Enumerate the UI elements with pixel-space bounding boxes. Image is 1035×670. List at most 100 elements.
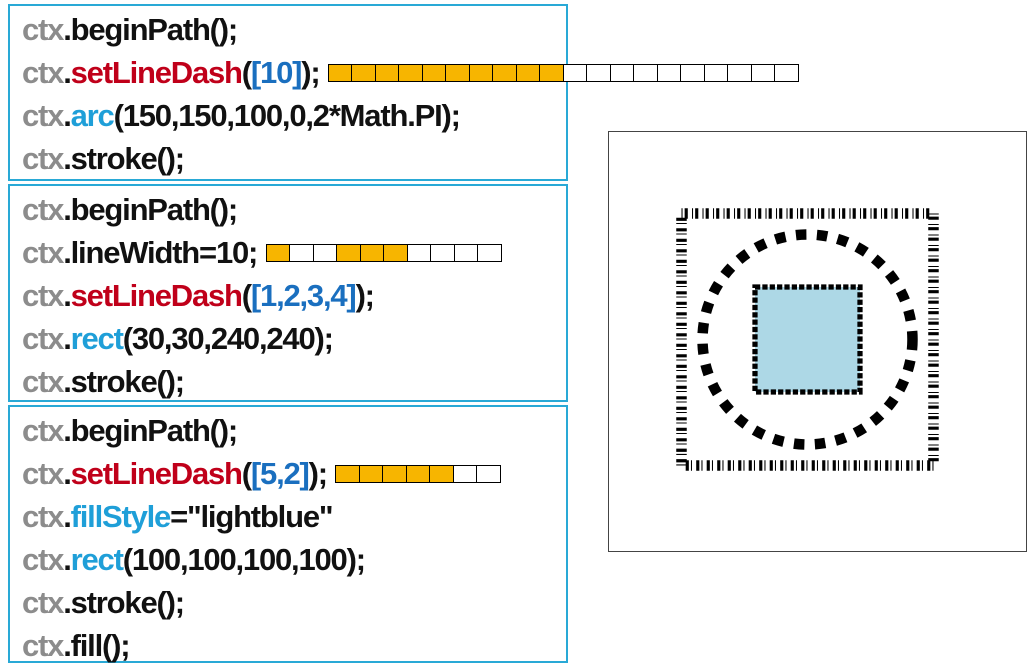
dash-cell-filled <box>359 243 385 262</box>
dash-cell-empty <box>680 63 706 82</box>
dash-cell-empty <box>453 243 479 262</box>
code-token: ); <box>355 278 375 313</box>
code-token: ctx <box>22 499 64 534</box>
dash-cell-filled <box>398 63 424 82</box>
dash-cell-empty <box>633 63 659 82</box>
code-token: ctx <box>22 628 64 663</box>
dash-cell-filled <box>468 63 494 82</box>
dash-cell-filled <box>358 464 384 483</box>
canvas-drawing <box>676 208 939 471</box>
code-line: ctx.stroke(); <box>22 360 566 403</box>
code-token: (150,150,100,0,2*Math.PI); <box>113 98 461 133</box>
dash-cell-filled <box>265 243 291 262</box>
code-token: . <box>63 98 72 133</box>
code-token: ( <box>241 456 252 491</box>
code-line: ctx.arc(150,150,100,0,2*Math.PI); <box>22 94 566 137</box>
code-token: (100,100,100,100); <box>122 542 366 577</box>
code-token: stroke(); <box>70 585 185 620</box>
code-token: ); <box>301 55 320 90</box>
code-token: fillStyle <box>70 499 172 534</box>
code-token: arc <box>70 98 115 133</box>
dash-cell-filled <box>445 63 471 82</box>
dash-cell-filled <box>351 63 377 82</box>
code-token: ctx <box>22 12 64 47</box>
dash-cell-filled <box>421 63 447 82</box>
dash-cell-empty <box>430 243 456 262</box>
code-token: stroke(); <box>70 141 185 176</box>
inner-dashed-rect-filled <box>752 284 863 395</box>
dash-cell-filled <box>539 63 565 82</box>
code-token: ( <box>241 55 252 90</box>
code-line: ctx.fillStyle="lightblue" <box>22 495 566 538</box>
dash-cell-empty <box>312 243 338 262</box>
code-token: . <box>63 141 72 176</box>
code-token: (30,30,240,240); <box>122 321 334 356</box>
dash-cell-empty <box>703 63 729 82</box>
code-block-outer-rect: ctx.beginPath();ctx.lineWidth=10;ctx.set… <box>8 184 568 402</box>
code-token: . <box>63 55 72 90</box>
code-token: . <box>63 499 72 534</box>
code-token: . <box>63 585 72 620</box>
dash-cell-filled <box>492 63 518 82</box>
code-token: lineWidth=10; <box>70 235 259 270</box>
dash-cell-filled <box>327 63 353 82</box>
code-token: . <box>63 364 72 399</box>
code-line: ctx.stroke(); <box>22 137 566 180</box>
dashed-circle <box>697 229 918 450</box>
dash-cell-empty <box>774 63 800 82</box>
code-token: [1,2,3,4] <box>250 278 357 313</box>
code-token: beginPath(); <box>70 413 239 448</box>
dash-cell-filled <box>515 63 541 82</box>
code-token: beginPath(); <box>70 12 239 47</box>
dash-pattern-diagram <box>335 464 502 483</box>
code-line: ctx.lineWidth=10; <box>22 231 566 274</box>
dash-cell-empty <box>477 243 503 262</box>
code-token: . <box>63 321 72 356</box>
code-token: setLineDash <box>70 55 243 90</box>
code-token: ctx <box>22 585 64 620</box>
code-token: ="lightblue" <box>170 499 333 534</box>
code-token: fill(); <box>70 628 131 663</box>
code-line: ctx.rect(30,30,240,240); <box>22 317 566 360</box>
code-token: setLineDash <box>70 456 243 491</box>
code-token: ( <box>241 278 252 313</box>
code-token: ctx <box>22 192 64 227</box>
code-token: . <box>63 278 72 313</box>
dash-cell-empty <box>656 63 682 82</box>
code-token: [10] <box>250 55 303 90</box>
dash-cell-empty <box>289 243 315 262</box>
code-token: . <box>63 235 72 270</box>
dash-cell-empty <box>586 63 612 82</box>
dash-cell-empty <box>452 464 478 483</box>
code-token: ctx <box>22 413 64 448</box>
dash-cell-filled <box>383 243 409 262</box>
dash-cell-empty <box>406 243 432 262</box>
dash-pattern-diagram <box>265 243 503 262</box>
code-token: . <box>63 12 72 47</box>
code-token: ctx <box>22 321 64 356</box>
code-token: [5,2] <box>250 456 310 491</box>
code-block-inner-rect: ctx.beginPath();ctx.setLineDash([5,2]);c… <box>8 405 568 663</box>
code-token: . <box>63 192 72 227</box>
canvas-output-frame <box>608 131 1027 552</box>
code-line: ctx.beginPath(); <box>22 409 566 452</box>
dash-cell-filled <box>335 464 361 483</box>
dash-cell-empty <box>609 63 635 82</box>
code-token: beginPath(); <box>70 192 239 227</box>
code-token: ctx <box>22 55 64 90</box>
dash-pattern-diagram <box>327 63 800 82</box>
code-token: ctx <box>22 364 64 399</box>
code-token: ctx <box>22 456 64 491</box>
code-token: . <box>63 456 72 491</box>
code-token: setLineDash <box>70 278 243 313</box>
code-line: ctx.beginPath(); <box>22 188 566 231</box>
code-token: rect <box>70 321 124 356</box>
code-token: . <box>63 413 72 448</box>
code-line: ctx.setLineDash([1,2,3,4]); <box>22 274 566 317</box>
code-token: stroke(); <box>70 364 185 399</box>
dash-cell-empty <box>727 63 753 82</box>
code-line: ctx.fill(); <box>22 624 566 667</box>
code-token: . <box>63 628 72 663</box>
code-token: ctx <box>22 542 64 577</box>
dash-cell-filled <box>429 464 455 483</box>
